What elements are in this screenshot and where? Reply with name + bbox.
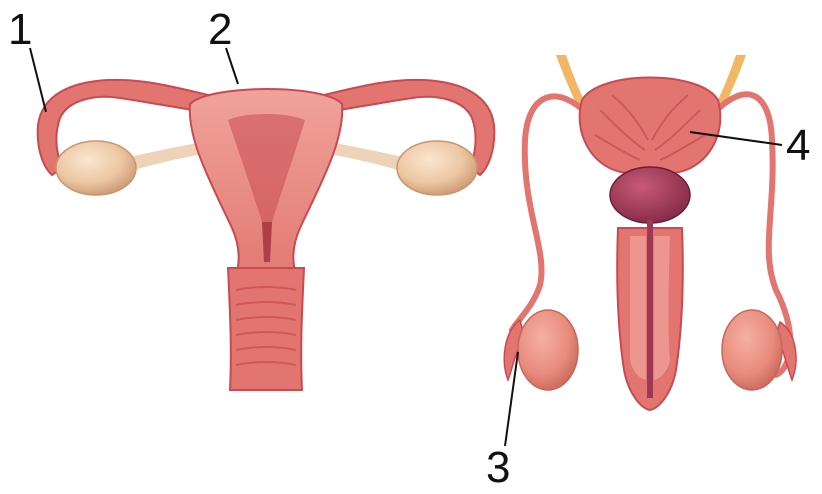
testis-left <box>518 310 578 390</box>
ovary-right <box>397 141 477 195</box>
callout-label-3: 3 <box>486 446 510 490</box>
seminal-vesicles <box>580 78 720 175</box>
prostate-gland <box>610 167 690 223</box>
testis-right <box>722 310 782 390</box>
urethra <box>647 220 653 398</box>
female-reproductive-system <box>38 80 495 390</box>
callout-label-4: 4 <box>786 124 810 168</box>
male-reproductive-system <box>504 55 796 410</box>
callout-label-1: 1 <box>8 8 32 52</box>
callout-label-2: 2 <box>208 8 232 52</box>
vas-deferens-left <box>512 96 588 330</box>
corpus-cavernosum <box>630 236 646 380</box>
ovary-left <box>56 141 136 195</box>
corpus-cavernosum-right <box>654 236 670 380</box>
leader-line-1 <box>30 48 46 112</box>
